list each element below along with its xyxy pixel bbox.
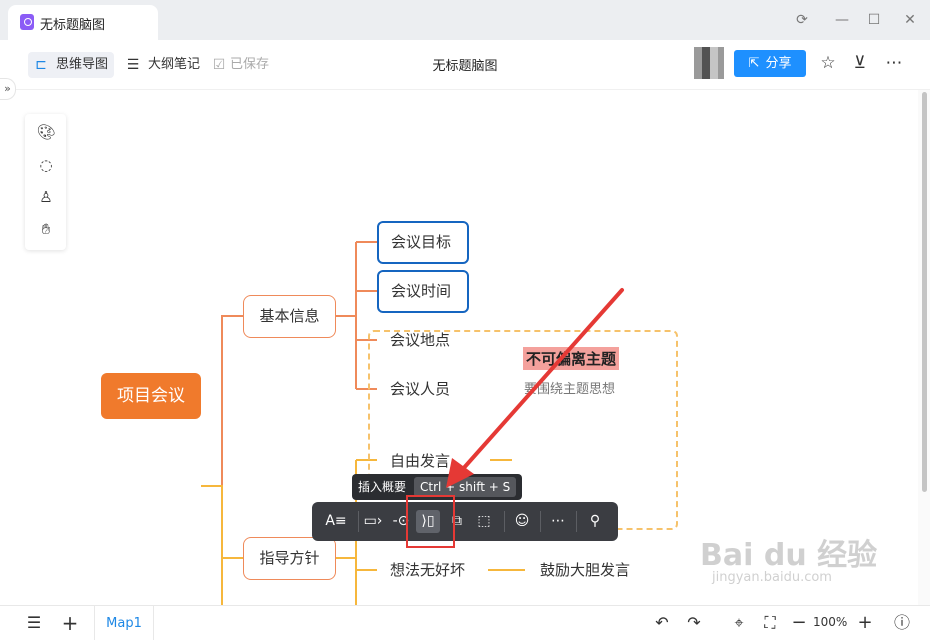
tooltip-shortcut: Ctrl + shift + S <box>414 477 517 497</box>
help-icon[interactable]: ⓘ <box>893 613 910 632</box>
tab-title: 无标题脑图 <box>40 18 106 33</box>
mindmap-view-label: 思维导图 <box>56 57 109 72</box>
insert-summary-icon[interactable]: ⟩▯ <box>416 510 440 533</box>
insert-sibling-icon[interactable]: -⊙ <box>392 513 410 529</box>
save-status: ☑ 已保存 <box>210 52 269 78</box>
insert-relation-icon[interactable]: ⧉ <box>452 513 462 529</box>
zoom-out-icon[interactable]: − <box>791 612 807 633</box>
sync-icon[interactable]: ⟳ <box>796 12 808 28</box>
list-icon: ☰ <box>126 57 140 73</box>
text-style-icon[interactable]: A≡ <box>325 513 347 529</box>
redo-icon[interactable]: ↷ <box>687 613 701 632</box>
child-node[interactable]: 会议目标 <box>377 221 469 264</box>
palette-icon[interactable]: 🎨︎ <box>36 123 56 141</box>
summary-title[interactable]: 不可偏离主题 <box>523 347 620 370</box>
more-icon[interactable]: ⋯ <box>885 53 903 73</box>
check-icon: ☑ <box>212 57 226 73</box>
title-bar: 无标题脑图 ⟳ — ☐ ✕ <box>0 0 930 41</box>
child-node[interactable]: 会议地点 <box>390 331 451 349</box>
annotation-box <box>406 495 455 548</box>
bottom-bar: ☰ + Map1 ↶ ↷ ⌖ ⛶ − 100% + ⓘ <box>0 605 930 640</box>
mindmap-app-icon <box>20 14 34 30</box>
insert-child-icon[interactable]: ▭› <box>363 513 383 529</box>
child-node[interactable]: 会议时间 <box>377 270 469 313</box>
emoji-icon[interactable]: ☺ <box>514 513 530 529</box>
child-node[interactable]: 自由发言 <box>390 452 451 470</box>
pin-icon[interactable]: ⚲ <box>589 513 601 529</box>
hand-icon[interactable]: ✋︎ <box>41 220 51 238</box>
undo-icon[interactable]: ↶ <box>655 613 669 632</box>
fit-screen-icon[interactable]: ⛶ <box>764 613 776 632</box>
branch-node[interactable]: 基本信息 <box>243 295 336 338</box>
summary-note[interactable]: 要围绕主题思想 <box>524 382 616 397</box>
vertical-scrollbar-thumb[interactable] <box>922 92 927 492</box>
share-icon: ⇱ <box>748 56 760 71</box>
list-icon[interactable]: ☰ <box>26 613 42 632</box>
mindmap-icon: ⊏ <box>35 57 47 73</box>
mindmap-view-button[interactable]: ⊏ 思维导图 <box>28 52 115 78</box>
toolbar-separator <box>358 511 359 532</box>
child-node[interactable]: 会议人员 <box>390 380 451 398</box>
document-tab[interactable]: 无标题脑图 <box>8 5 158 41</box>
watermark-url: jingyan.baidu.com <box>712 570 832 585</box>
node-toolbar: A≡ ▭› -⊙ ⟩▯ ⧉ ⬚ ☺ ⋯ ⚲ <box>312 502 618 541</box>
outline-view-button[interactable]: ☰ 大纲笔记 <box>124 52 200 78</box>
maximize-icon[interactable]: ☐ <box>867 12 881 28</box>
insert-frame-icon[interactable]: ⬚ <box>477 513 491 529</box>
avatar[interactable] <box>694 47 724 79</box>
toolbar-separator <box>504 511 505 532</box>
minimize-icon[interactable]: — <box>835 12 849 28</box>
zoom-level: 100% <box>813 615 848 629</box>
child-node[interactable]: 想法无好坏 <box>390 561 466 579</box>
add-sheet-icon[interactable]: + <box>61 611 79 635</box>
expand-panel-icon[interactable]: » <box>0 78 16 100</box>
more-options-icon[interactable]: ⋯ <box>551 513 565 529</box>
locate-icon[interactable]: ⌖ <box>734 613 744 632</box>
share-button[interactable]: ⇱ 分享 <box>734 50 806 77</box>
user-icon[interactable]: ♙ <box>39 188 53 206</box>
star-icon[interactable]: ☆ <box>820 53 836 73</box>
sheet-tab-map1[interactable]: Map1 <box>94 606 154 640</box>
outline-view-label: 大纲笔记 <box>148 57 201 72</box>
zoom-in-icon[interactable]: + <box>857 612 873 633</box>
share-label: 分享 <box>765 56 792 71</box>
save-status-label: 已保存 <box>230 57 270 72</box>
child-note-node[interactable]: 鼓励大胆发言 <box>540 561 631 579</box>
comment-icon[interactable]: ◌ <box>39 156 53 174</box>
tag-icon[interactable]: ⊻ <box>853 53 867 73</box>
root-node[interactable]: 项目会议 <box>101 373 201 419</box>
close-icon[interactable]: ✕ <box>904 12 916 28</box>
toolbar-separator <box>540 511 541 532</box>
toolbar-separator <box>576 511 577 532</box>
tooltip-label: 插入概要 <box>358 480 407 494</box>
branch-node[interactable]: 指导方针 <box>243 537 336 580</box>
watermark: Bai du 经验 <box>700 538 878 573</box>
side-tool-panel: 🎨︎ ◌ ♙ ✋︎ <box>25 114 66 250</box>
